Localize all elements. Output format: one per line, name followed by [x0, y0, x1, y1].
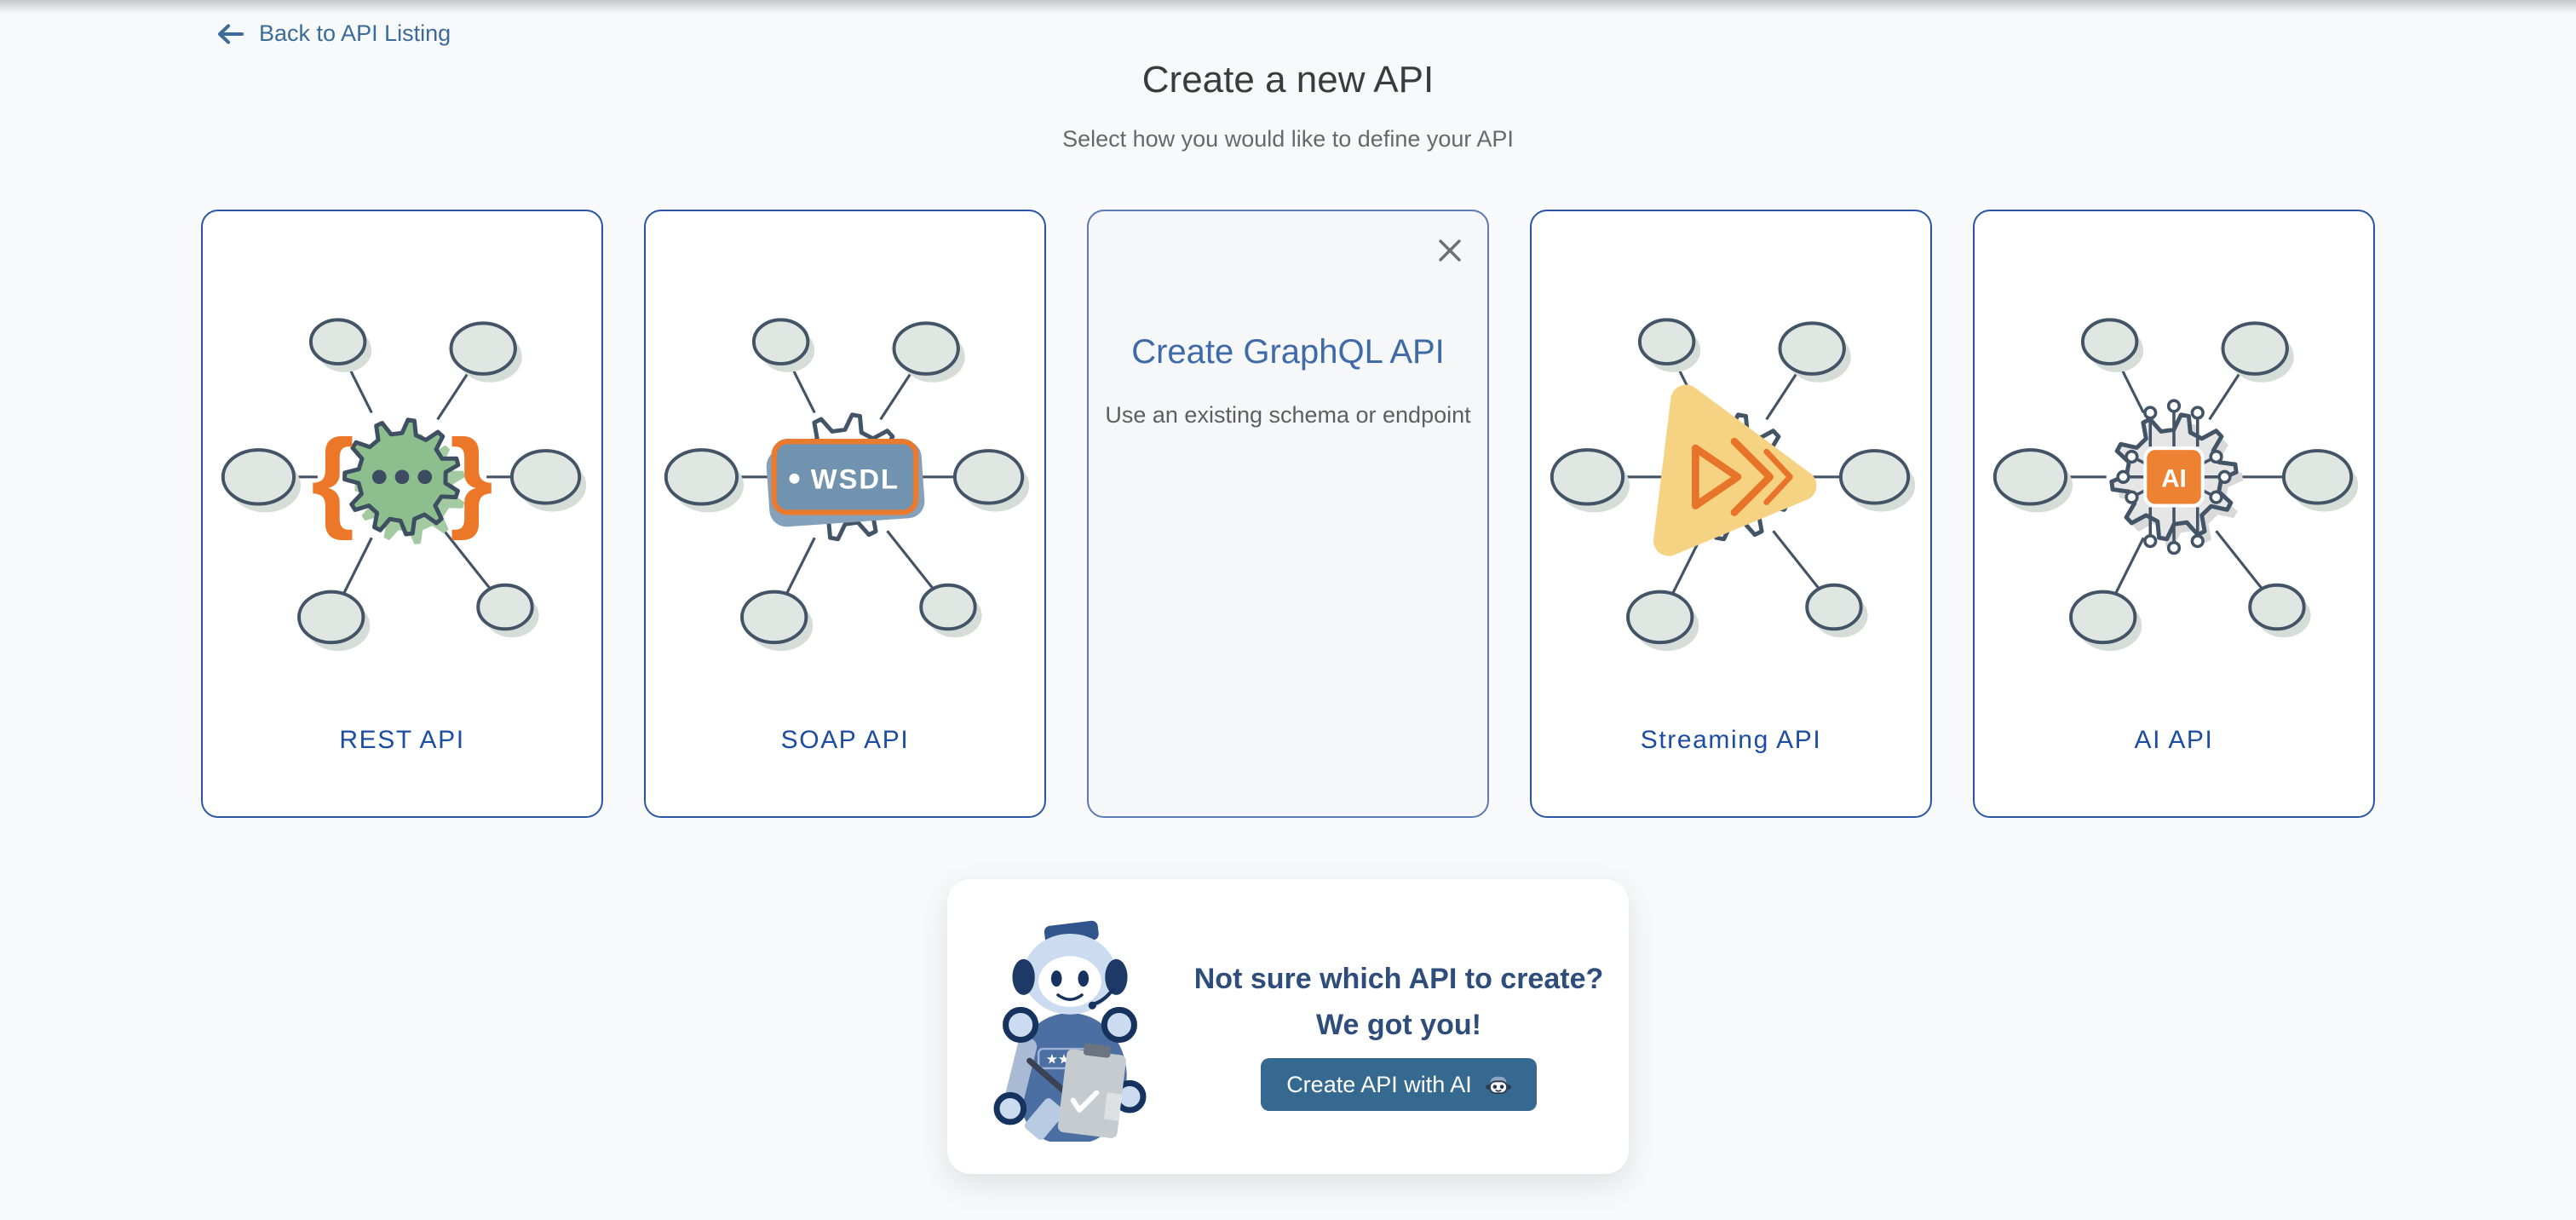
card-label: AI API: [2134, 726, 2214, 755]
button-label: Create API with AI: [1286, 1072, 1472, 1097]
graphql-card-title: Create GraphQL API: [1131, 334, 1445, 371]
helper-title-line1: Not sure which API to create?: [1193, 963, 1604, 995]
card-rest-api[interactable]: {} REST API: [201, 210, 603, 818]
close-icon[interactable]: [1436, 237, 1463, 264]
create-api-with-ai-button[interactable]: Create API with AI: [1261, 1058, 1537, 1111]
ai-helper-card: ★★★ Not sure which API to create? We got…: [947, 879, 1629, 1174]
back-link-label: Back to API Listing: [259, 20, 451, 46]
soap-api-illustration: WSDL: [664, 318, 1030, 652]
helper-title-line2: We got you!: [1316, 1009, 1481, 1041]
svg-text:WSDL: WSDL: [811, 463, 900, 494]
robot-mascot-illustration: ★★★: [985, 920, 1155, 1150]
page-header: Create a new API Select how you would li…: [0, 0, 2576, 153]
card-label: Streaming API: [1640, 726, 1822, 755]
card-soap-api[interactable]: WSDL SOAP API: [644, 210, 1046, 818]
card-graphql-api-expanded[interactable]: Create GraphQL API Use an existing schem…: [1087, 210, 1489, 818]
graphql-card-subtitle: Use an existing schema or endpoint: [1105, 402, 1471, 428]
robot-head-icon: [1486, 1072, 1511, 1097]
svg-text:AI: AI: [2161, 464, 2187, 492]
rest-api-illustration: {}: [221, 318, 587, 652]
page-subtitle: Select how you would like to define your…: [1062, 126, 1514, 152]
api-type-cards: {} REST API WSDL SOAP API Create GraphQL…: [0, 210, 2576, 818]
back-arrow-icon: [216, 23, 244, 43]
card-ai-api[interactable]: AI AI API: [1973, 210, 2375, 818]
helper-text-block: Not sure which API to create? We got you…: [1182, 956, 1615, 1111]
streaming-api-illustration: [1550, 318, 1916, 652]
page-title: Create a new API: [1141, 58, 1435, 101]
card-label: REST API: [339, 726, 465, 755]
ai-api-illustration: AI: [1992, 318, 2359, 652]
back-to-api-listing-link[interactable]: Back to API Listing: [216, 20, 451, 46]
card-label: SOAP API: [780, 726, 910, 755]
svg-text:{: {: [311, 417, 354, 541]
card-streaming-api[interactable]: Streaming API: [1530, 210, 1932, 818]
svg-text:}: }: [450, 417, 493, 541]
